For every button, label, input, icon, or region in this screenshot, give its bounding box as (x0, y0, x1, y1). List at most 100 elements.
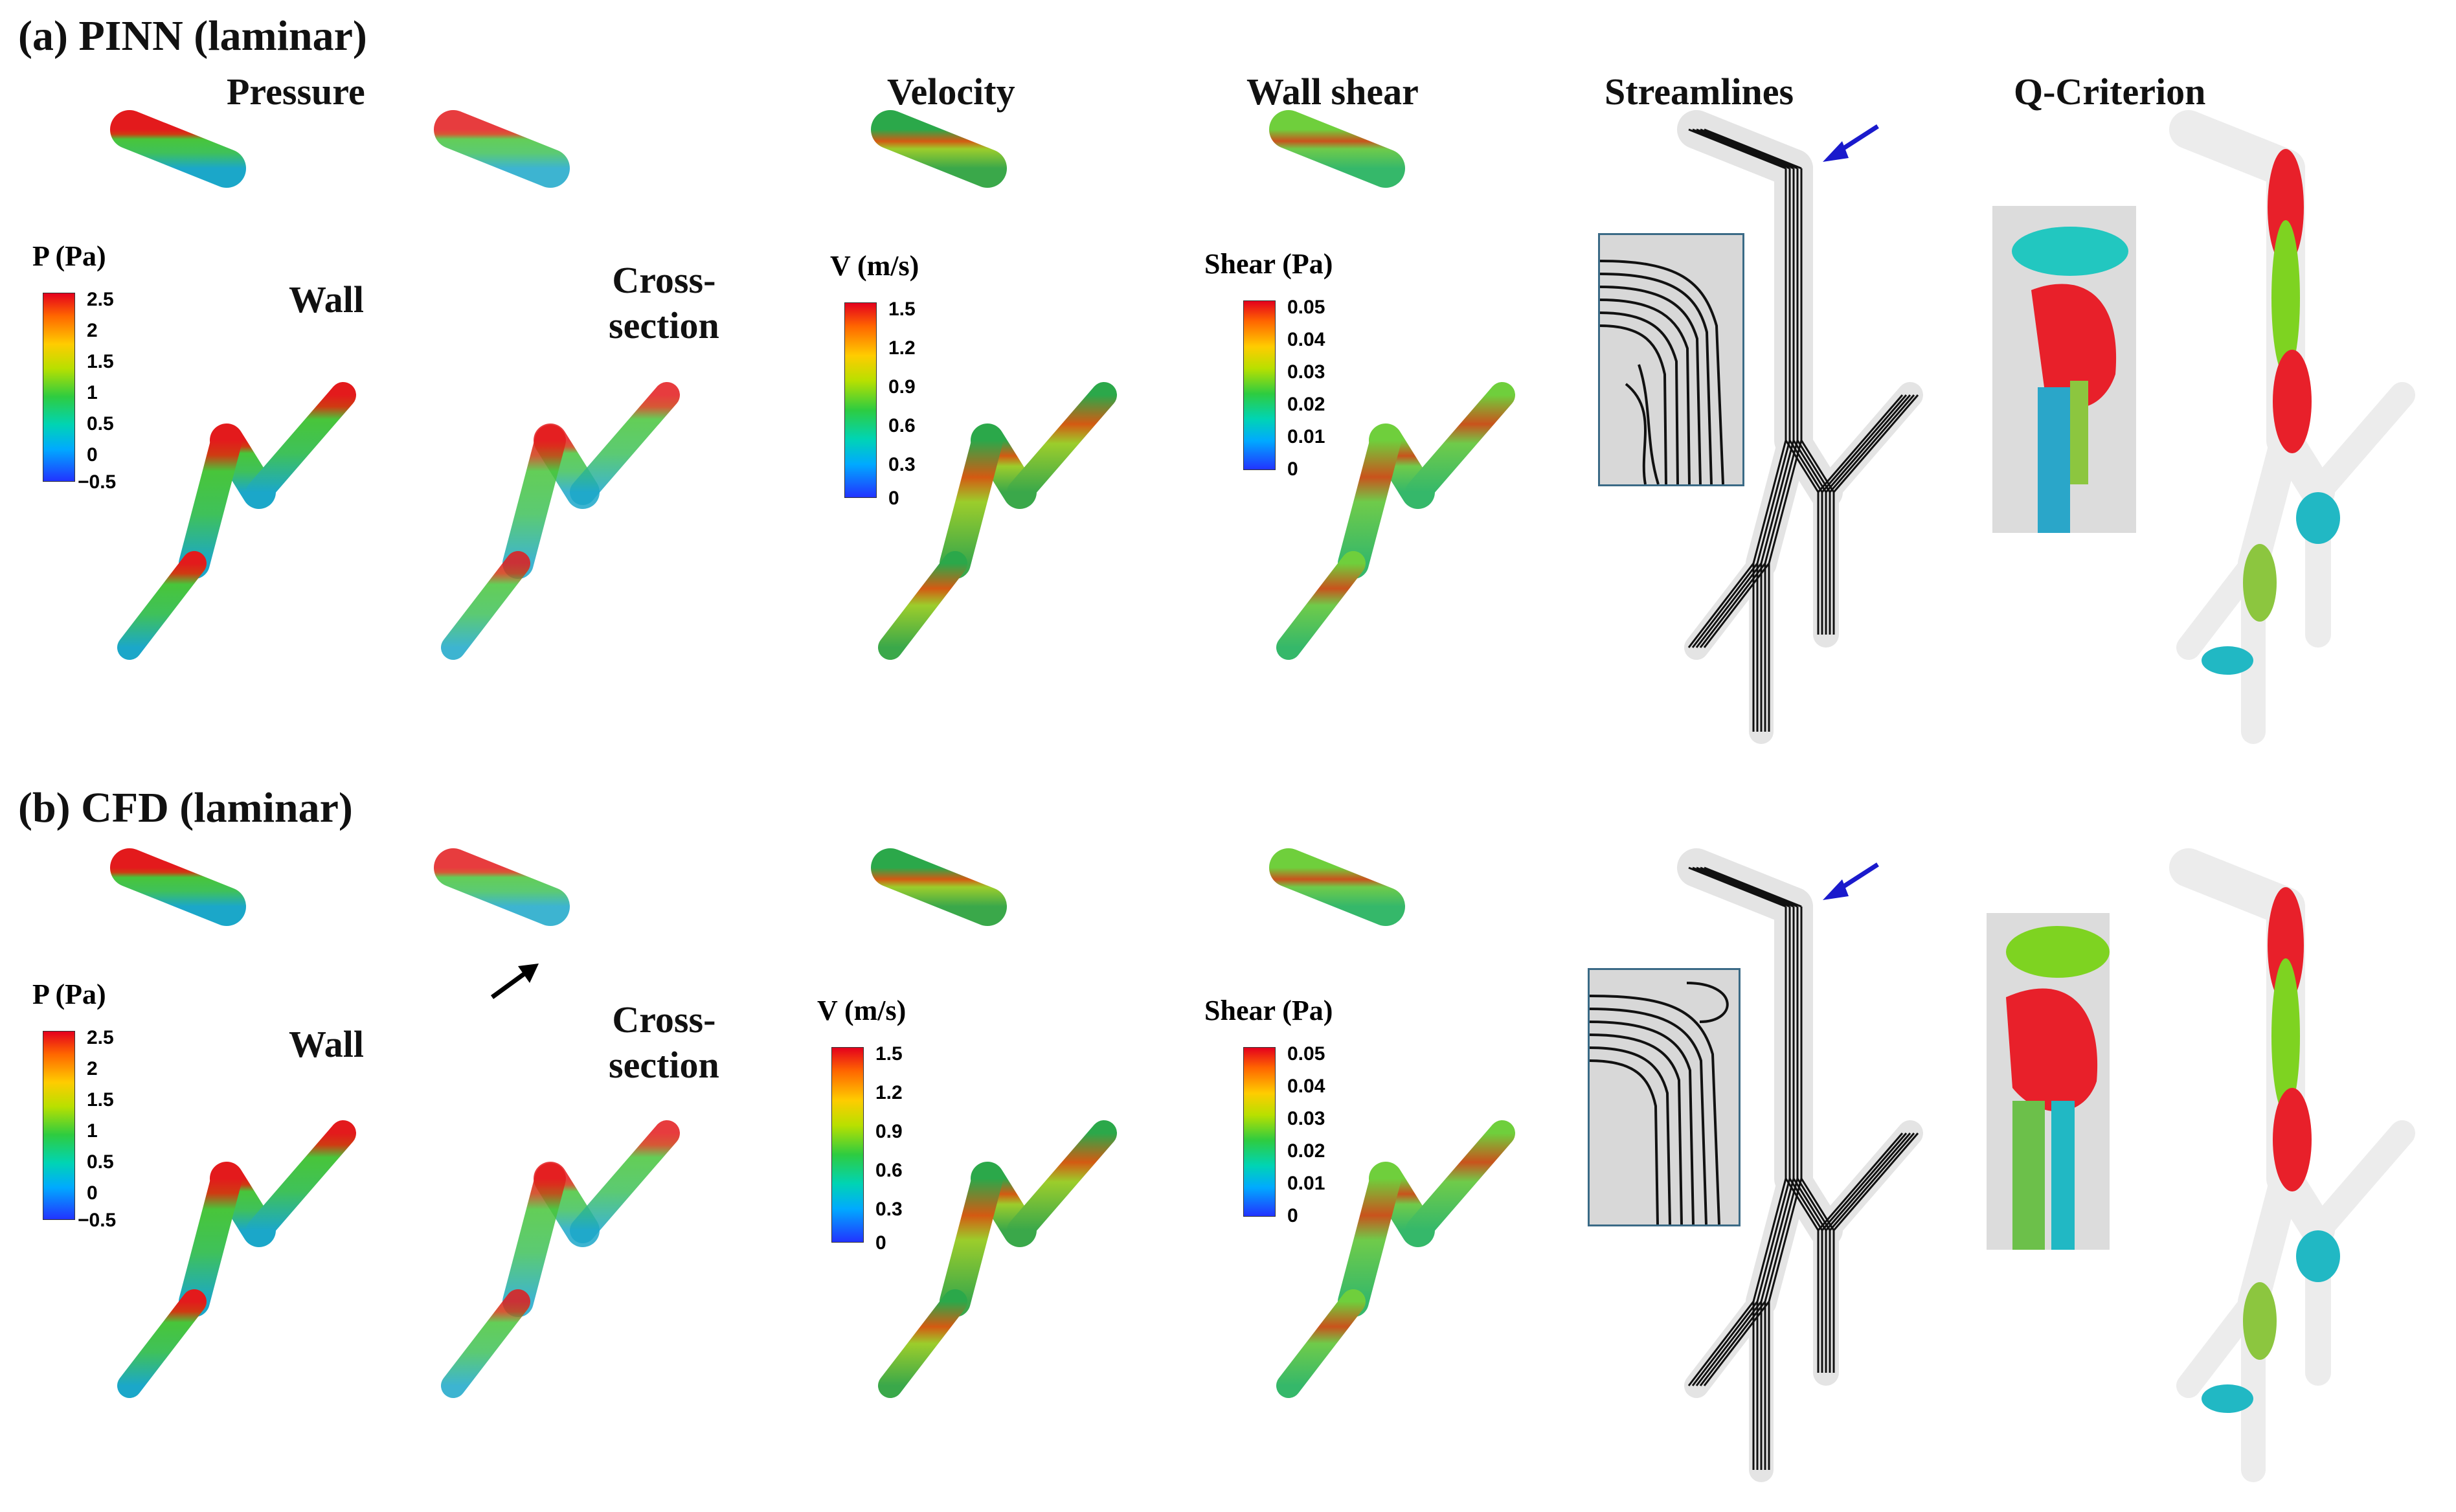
velocity-legend-title: V (m/s) (817, 995, 907, 1026)
colorbar (43, 1031, 75, 1220)
colorbar (844, 302, 877, 498)
vortex-structure (2243, 1282, 2277, 1360)
tick: 2 (87, 320, 98, 341)
velocity-legend-b: V (m/s) 1.5 1.2 0.9 0.6 0.3 0 (817, 994, 907, 1253)
streamline-inset-b (1588, 968, 1741, 1226)
streamline-inset-art (1590, 982, 1729, 1224)
streamline (1695, 563, 1763, 648)
tick: 0.6 (875, 1160, 903, 1181)
tick: 0.5 (87, 413, 114, 434)
black-arrow-icon (490, 964, 539, 999)
streamlines-vessel (1677, 110, 1923, 744)
streamline (1695, 1301, 1763, 1386)
vessel-segment (940, 425, 1003, 579)
blue-arrow-icon (1823, 863, 1879, 900)
row-a-title: (a) PINN (laminar) (18, 12, 367, 60)
tick: 0 (875, 1232, 886, 1254)
tick: 0.05 (1287, 297, 1325, 318)
wall-shear-vessel (1269, 848, 1515, 1482)
tick: 0 (87, 444, 98, 466)
colorbar (1243, 1047, 1276, 1217)
tick: 1.2 (888, 337, 916, 359)
vessel-segment (570, 1120, 680, 1243)
wall-label-b: Wall (289, 1023, 365, 1065)
vessel-segment (2305, 382, 2415, 505)
tick: 1.5 (888, 299, 916, 320)
shear-legend-b: Shear (Pa) 0.05 0.04 0.03 0.02 0.01 0 (1204, 994, 1333, 1226)
tick: 0.05 (1287, 1043, 1325, 1065)
tick: 0.03 (1287, 1108, 1325, 1129)
col-title-streamlines: Streamlines (1605, 71, 1794, 113)
streamline-inset-art (1600, 260, 1724, 484)
vessel-segment (1338, 1163, 1401, 1317)
col-title-velocity: Velocity (887, 71, 1015, 113)
pressure-cross-section-vessel (434, 110, 680, 744)
vessel-segment (1007, 1120, 1117, 1243)
streamline (1692, 128, 1790, 170)
streamline (1825, 1133, 1911, 1231)
streamline (1760, 1178, 1795, 1302)
vessel-segment (1338, 425, 1401, 579)
vortex-structure (2296, 1230, 2340, 1282)
shear-legend-title: Shear (Pa) (1204, 995, 1333, 1026)
tick: 2.5 (87, 289, 114, 310)
vessel-segment (246, 1120, 356, 1243)
tick: 2.5 (87, 1027, 114, 1048)
q-criterion-inset-art (2012, 227, 2128, 533)
streamline (1688, 128, 1786, 170)
vessel-segment (1405, 382, 1515, 505)
streamline-inset-a (1598, 233, 1744, 486)
tick: 0 (1287, 1205, 1298, 1226)
tick: 1 (87, 1120, 98, 1142)
tick: 0.04 (1287, 1076, 1325, 1097)
streamline (1687, 1301, 1755, 1386)
streamline (1832, 1133, 1919, 1231)
colorbar (831, 1047, 864, 1243)
vortex-structure (2271, 220, 2300, 376)
vortex-structure (2271, 958, 2300, 1114)
tick: 1 (87, 382, 98, 403)
pressure-legend-title: P (Pa) (32, 240, 106, 272)
streamline (1764, 440, 1799, 564)
tick: 2 (87, 1058, 98, 1079)
pressure-legend-title: P (Pa) (32, 978, 106, 1010)
cross-label-line2: section (609, 304, 719, 346)
colorbar (43, 293, 75, 482)
streamline (1691, 1301, 1759, 1386)
tick: 0 (87, 1182, 98, 1204)
pressure-cross-section-vessel (434, 848, 680, 1482)
streamline (1688, 866, 1786, 908)
streamline (1832, 394, 1919, 493)
tick: 0 (888, 488, 899, 509)
streamline (1700, 866, 1798, 908)
tick: 0.9 (875, 1121, 903, 1142)
streamline (1756, 440, 1791, 564)
streamline (1696, 866, 1794, 908)
vortex-structure (2243, 544, 2277, 622)
cross-label-line2: section (609, 1044, 719, 1086)
vortex-structure (2268, 149, 2304, 265)
streamline (1696, 128, 1794, 170)
q-criterion-vessel (2169, 848, 2415, 1482)
tick: 0.04 (1287, 329, 1325, 350)
streamline (1752, 440, 1787, 564)
tick: 0.9 (888, 376, 916, 398)
streamline (1817, 394, 1904, 493)
cross-section-label-a: Cross- section (609, 258, 719, 348)
vortex-structure (2296, 492, 2340, 544)
vessel-segment (2238, 425, 2301, 579)
tick: 1.2 (875, 1082, 903, 1103)
vessel-segment (179, 425, 242, 579)
vessel-segment (2305, 1120, 2415, 1243)
vessel-segment (502, 1163, 566, 1317)
streamline (1700, 128, 1798, 170)
streamline (1704, 866, 1802, 908)
streamlines-vessel (1677, 848, 1923, 1482)
tick: 0.3 (888, 454, 916, 475)
tick: 1.5 (875, 1043, 903, 1065)
cross-label-line1: Cross- (612, 259, 716, 301)
shear-legend-title: Shear (Pa) (1204, 248, 1333, 280)
colorbar (1243, 300, 1276, 470)
streamline (1691, 563, 1759, 648)
